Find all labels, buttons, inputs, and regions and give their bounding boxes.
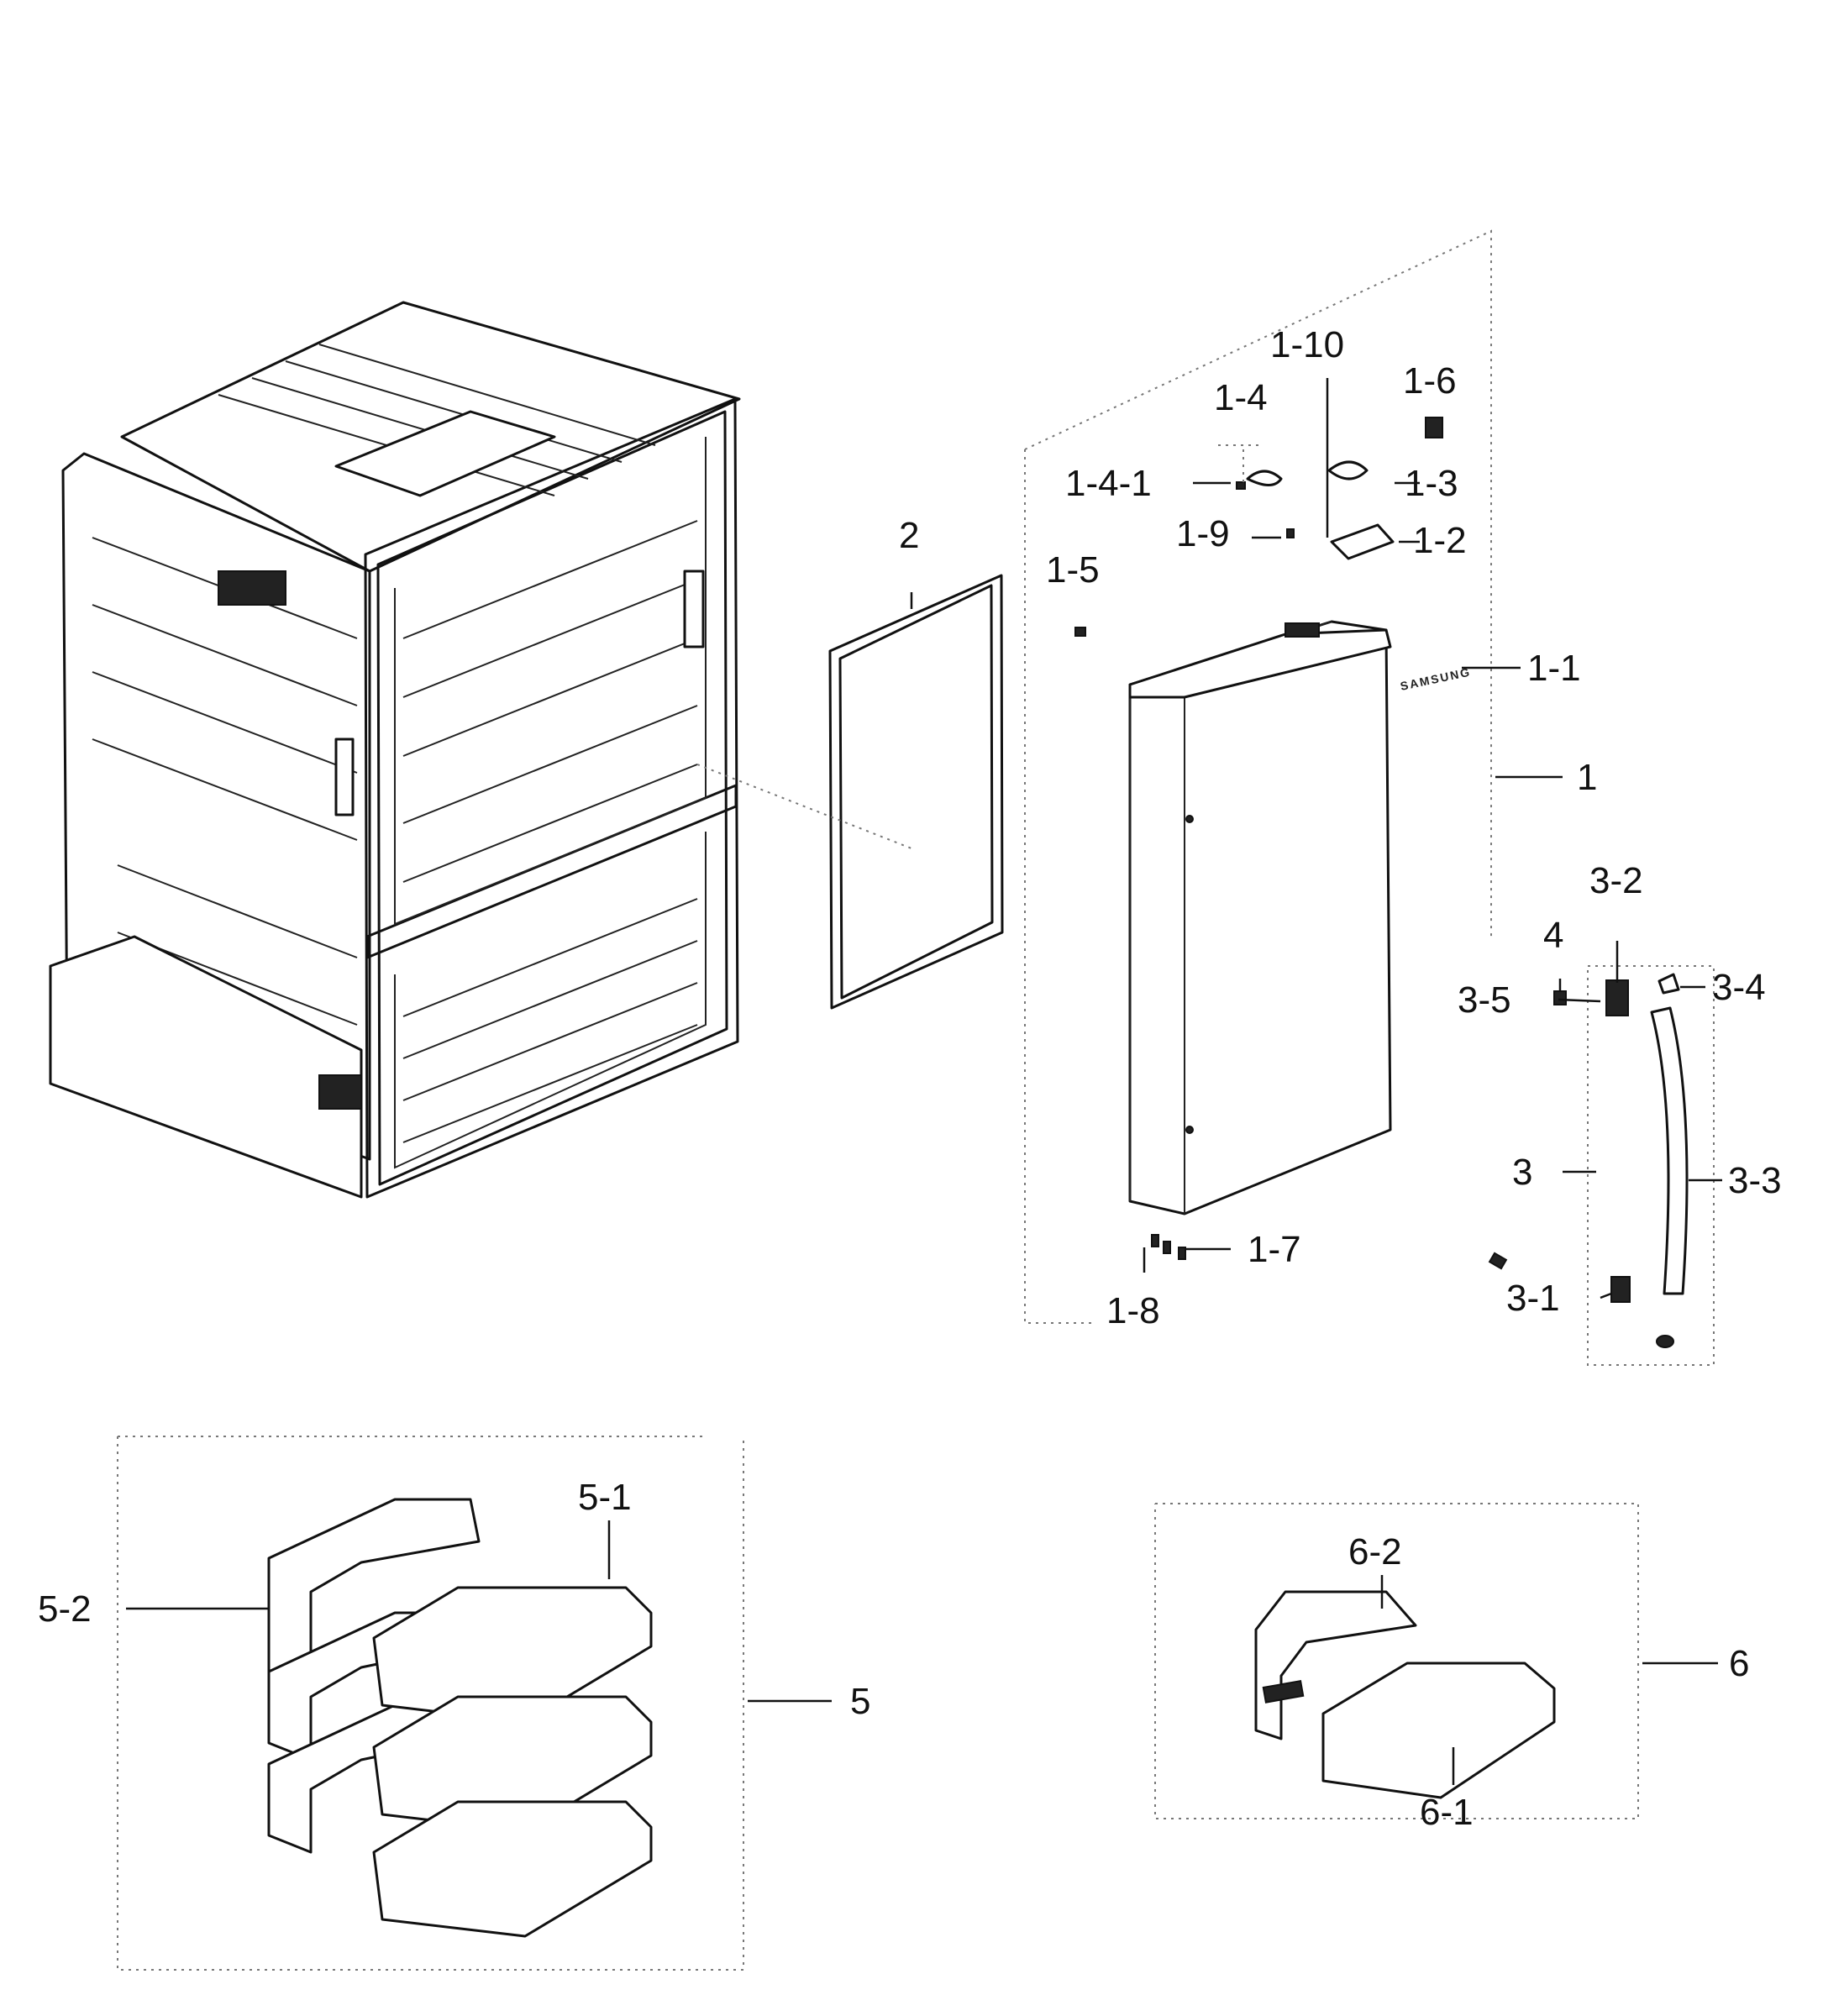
label-1-8: 1-8 [1106, 1290, 1160, 1331]
part-labels: 1-10 1-6 1-4 1-4-1 1-3 1-9 1-2 2 1-5 1-1… [38, 324, 1782, 1833]
label-1-3: 1-3 [1405, 463, 1458, 504]
label-3: 3 [1512, 1152, 1532, 1193]
label-3-5: 3-5 [1458, 979, 1511, 1021]
label-1: 1 [1577, 757, 1597, 798]
label-1-9: 1-9 [1176, 513, 1230, 554]
label-3-4: 3-4 [1712, 967, 1766, 1008]
label-1-7: 1-7 [1248, 1229, 1301, 1270]
label-1-4-1: 1-4-1 [1065, 463, 1152, 504]
label-1-6: 1-6 [1403, 360, 1457, 402]
label-6: 6 [1729, 1643, 1749, 1684]
door-bins-set-5 [267, 1498, 653, 1938]
door-gasket [828, 574, 1004, 1010]
label-1-1: 1-1 [1527, 648, 1581, 689]
label-1-4: 1-4 [1214, 377, 1268, 418]
door-handle [1488, 973, 1689, 1348]
label-1-10: 1-10 [1270, 324, 1344, 365]
label-5-2: 5-2 [38, 1588, 92, 1630]
label-6-2: 6-2 [1348, 1531, 1402, 1572]
label-2: 2 [899, 515, 919, 556]
label-5: 5 [850, 1681, 870, 1722]
label-1-2: 1-2 [1413, 520, 1467, 561]
label-3-3: 3-3 [1728, 1160, 1782, 1201]
refrigerator-cabinet [49, 301, 741, 1199]
fridge-door: SAMSUNG [1128, 620, 1472, 1215]
label-5-1: 5-1 [578, 1477, 632, 1518]
label-1-5: 1-5 [1046, 549, 1100, 591]
door-logo: SAMSUNG [1399, 664, 1472, 692]
label-3-1: 3-1 [1506, 1278, 1560, 1319]
door-bins-set-6 [1254, 1590, 1556, 1799]
assembly-outlines [117, 229, 1715, 1971]
hinge-parts [1074, 378, 1443, 1273]
label-6-1: 6-1 [1420, 1792, 1474, 1833]
label-3-2: 3-2 [1589, 860, 1643, 901]
leader-lines [126, 481, 1722, 1785]
label-4: 4 [1543, 915, 1563, 956]
